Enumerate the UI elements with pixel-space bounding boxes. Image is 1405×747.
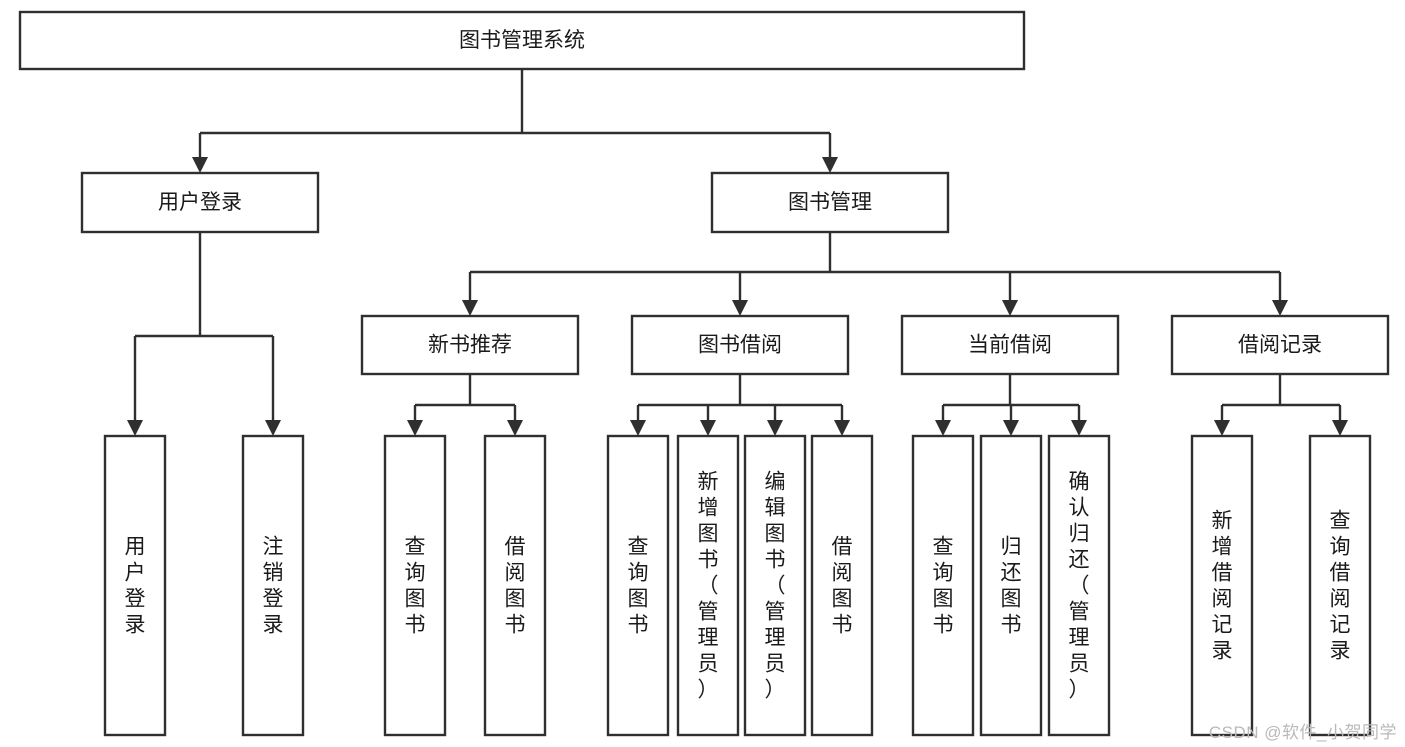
user-login-to-leaf-logout-arrowhead (265, 420, 281, 436)
node-label-borrow-record: 借阅记录 (1238, 334, 1322, 357)
node-box-undefined (18, 10, 1026, 71)
node-box-borrow-record (1170, 314, 1390, 376)
node-label-leaf-confirm-return: 确认归还（管理员） (1069, 471, 1090, 702)
node-label-new-book-recommend: 新书推荐 (428, 334, 512, 357)
book-manage-to-book-borrow-arrowhead (732, 300, 748, 316)
node-box-leaf-query-record (1308, 434, 1372, 737)
node-box-leaf-add-record (1190, 434, 1254, 737)
node-borrow-record[interactable]: 借阅记录 (1170, 314, 1390, 376)
node-leaf-return-book[interactable]: 归还图书 (979, 434, 1043, 737)
node-leaf-borrow-book[interactable]: 借阅图书 (810, 434, 874, 737)
node-box-leaf-borrow-book (810, 434, 874, 737)
node-box-leaf-add-book (676, 434, 740, 737)
book-borrow-to-leaf-add-book-arrowhead (700, 420, 716, 436)
node-label-book-manage: 图书管理 (788, 191, 872, 214)
node-leaf-query-book-current[interactable]: 查询图书 (911, 434, 975, 737)
node-label-leaf-query-book-current: 查询图书 (933, 536, 954, 637)
node-leaf-query-record[interactable]: 查询借阅记录 (1308, 434, 1372, 737)
node-label-current-borrow: 当前借阅 (968, 334, 1052, 357)
node-label-leaf-logout: 注销登录 (263, 536, 284, 637)
node-box-new-book-recommend (360, 314, 580, 376)
node-label-leaf-query-record: 查询借阅记录 (1330, 510, 1351, 663)
node-box-leaf-query-book-current (911, 434, 975, 737)
node-leaf-confirm-return[interactable]: 确认归还（管理员） (1047, 434, 1111, 737)
node-label-leaf-query-book-borrow: 查询图书 (628, 536, 649, 637)
borrow-record-to-leaf-add-record-arrowhead (1214, 420, 1230, 436)
node-box-leaf-borrow-book-recommend (483, 434, 547, 737)
user-login-to-leaf-user-login-arrowhead (127, 420, 143, 436)
node-box-book-manage (710, 171, 950, 234)
book-borrow-to-leaf-query-book-borrow-arrowhead (630, 420, 646, 436)
node-undefined[interactable]: 图书管理系统 (18, 10, 1026, 71)
book-manage-to-new-book-recommend-arrowhead (462, 300, 478, 316)
node-leaf-add-book[interactable]: 新增图书（管理员） (676, 434, 740, 737)
node-label-undefined: 图书管理系统 (459, 29, 585, 52)
node-current-borrow[interactable]: 当前借阅 (900, 314, 1120, 376)
new-book-recommend-to-leaf-query-book-recommend-arrowhead (407, 420, 423, 436)
current-borrow-to-leaf-confirm-return-arrowhead (1071, 420, 1087, 436)
node-label-book-borrow: 图书借阅 (698, 334, 782, 357)
book-borrow-to-leaf-borrow-book-arrowhead (834, 420, 850, 436)
node-label-leaf-query-book-recommend: 查询图书 (405, 536, 426, 637)
current-borrow-to-leaf-return-book-arrowhead (1003, 420, 1019, 436)
borrow-record-to-leaf-query-record-arrowhead (1332, 420, 1348, 436)
node-label-leaf-add-book: 新增图书（管理员） (698, 471, 719, 702)
node-label-leaf-borrow-book-recommend: 借阅图书 (505, 536, 526, 637)
node-label-leaf-return-book: 归还图书 (1001, 536, 1022, 637)
node-leaf-query-book-borrow[interactable]: 查询图书 (606, 434, 670, 737)
node-leaf-query-book-recommend[interactable]: 查询图书 (383, 434, 447, 737)
node-label-leaf-borrow-book: 借阅图书 (832, 536, 853, 637)
root-to-book-manage-arrowhead (822, 157, 838, 173)
node-book-borrow[interactable]: 图书借阅 (630, 314, 850, 376)
node-leaf-user-login[interactable]: 用户登录 (103, 434, 167, 737)
node-new-book-recommend[interactable]: 新书推荐 (360, 314, 580, 376)
node-box-leaf-edit-book (743, 434, 807, 737)
node-book-manage[interactable]: 图书管理 (710, 171, 950, 234)
node-label-leaf-user-login: 用户登录 (125, 536, 146, 637)
current-borrow-to-leaf-query-book-current-arrowhead (935, 420, 951, 436)
node-leaf-edit-book[interactable]: 编辑图书（管理员） (743, 434, 807, 737)
node-box-leaf-user-login (103, 434, 167, 737)
node-leaf-logout[interactable]: 注销登录 (241, 434, 305, 737)
book-borrow-to-leaf-edit-book-arrowhead (767, 420, 783, 436)
node-box-leaf-confirm-return (1047, 434, 1111, 737)
book-manage-to-borrow-record-arrowhead (1272, 300, 1288, 316)
new-book-recommend-to-leaf-borrow-book-recommend-arrowhead (507, 420, 523, 436)
node-box-user-login (80, 171, 320, 234)
csdn-watermark: CSDN @软件_小贺同学 (1208, 723, 1397, 742)
node-layer: 图书管理系统用户登录图书管理新书推荐图书借阅当前借阅借阅记录用户登录注销登录查询… (18, 10, 1390, 737)
node-box-leaf-query-book-recommend (383, 434, 447, 737)
node-box-leaf-return-book (979, 434, 1043, 737)
node-leaf-borrow-book-recommend[interactable]: 借阅图书 (483, 434, 547, 737)
node-box-leaf-query-book-borrow (606, 434, 670, 737)
node-box-book-borrow (630, 314, 850, 376)
node-leaf-add-record[interactable]: 新增借阅记录 (1190, 434, 1254, 737)
node-label-leaf-add-record: 新增借阅记录 (1212, 510, 1233, 663)
connector-layer (127, 69, 1348, 436)
root-to-user-login-arrowhead (192, 157, 208, 173)
node-user-login[interactable]: 用户登录 (80, 171, 320, 234)
book-manage-to-current-borrow-arrowhead (1002, 300, 1018, 316)
node-box-leaf-logout (241, 434, 305, 737)
node-label-leaf-edit-book: 编辑图书（管理员） (765, 471, 786, 702)
node-label-user-login: 用户登录 (158, 191, 242, 214)
node-box-current-borrow (900, 314, 1120, 376)
